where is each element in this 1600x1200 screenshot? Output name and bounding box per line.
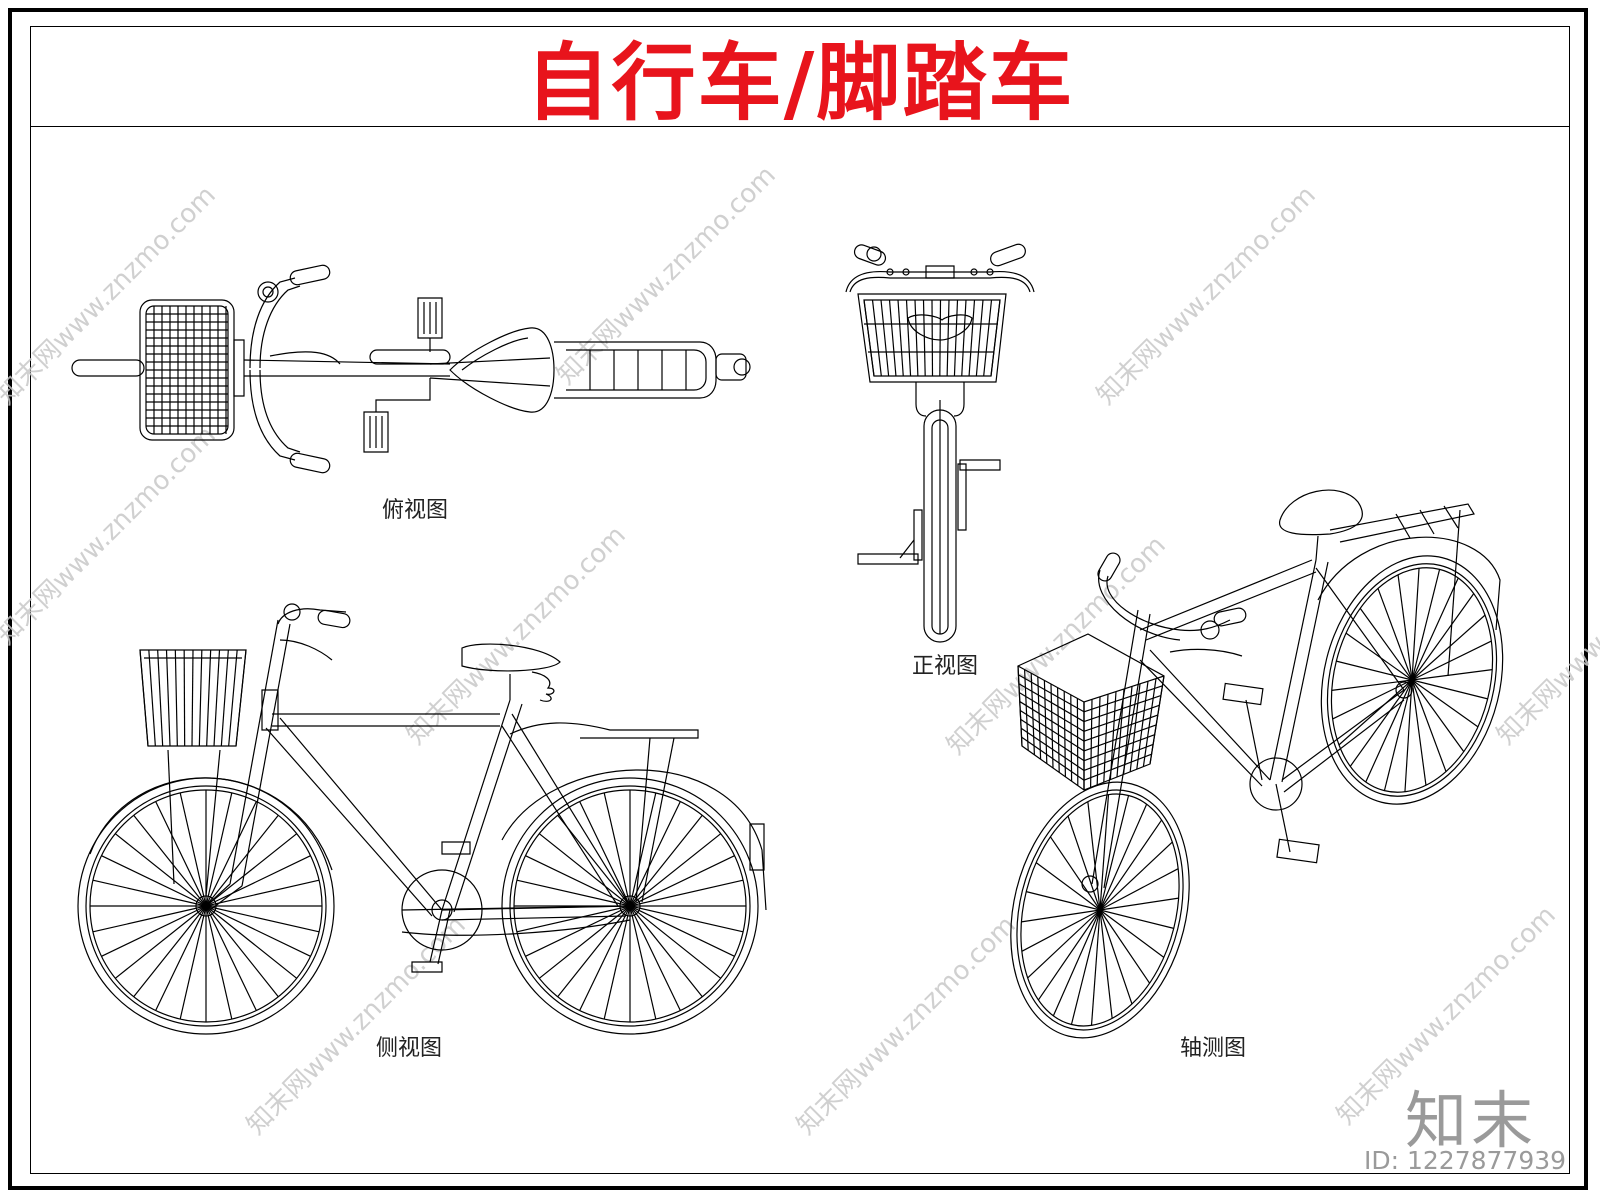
outer-border (8, 8, 1588, 1190)
watermark-id: ID: 1227877939 (1364, 1146, 1567, 1175)
title-divider (30, 126, 1570, 127)
axonometric-view-drawing (1000, 480, 1540, 1040)
axonometric-view-label: 轴测图 (1180, 1036, 1247, 1061)
front-view-drawing (840, 240, 1040, 640)
watermark-logo: 知末 (1405, 1084, 1538, 1157)
sheet-title: 自行车/脚踏车 (525, 33, 1075, 132)
front-view-label: 正视图 (912, 654, 979, 679)
top-view-drawing (70, 260, 770, 480)
inner-border (30, 26, 1570, 1174)
top-view-label: 俯视图 (382, 498, 449, 523)
side-view-drawing (70, 610, 790, 1030)
side-view-label: 侧视图 (376, 1036, 443, 1061)
